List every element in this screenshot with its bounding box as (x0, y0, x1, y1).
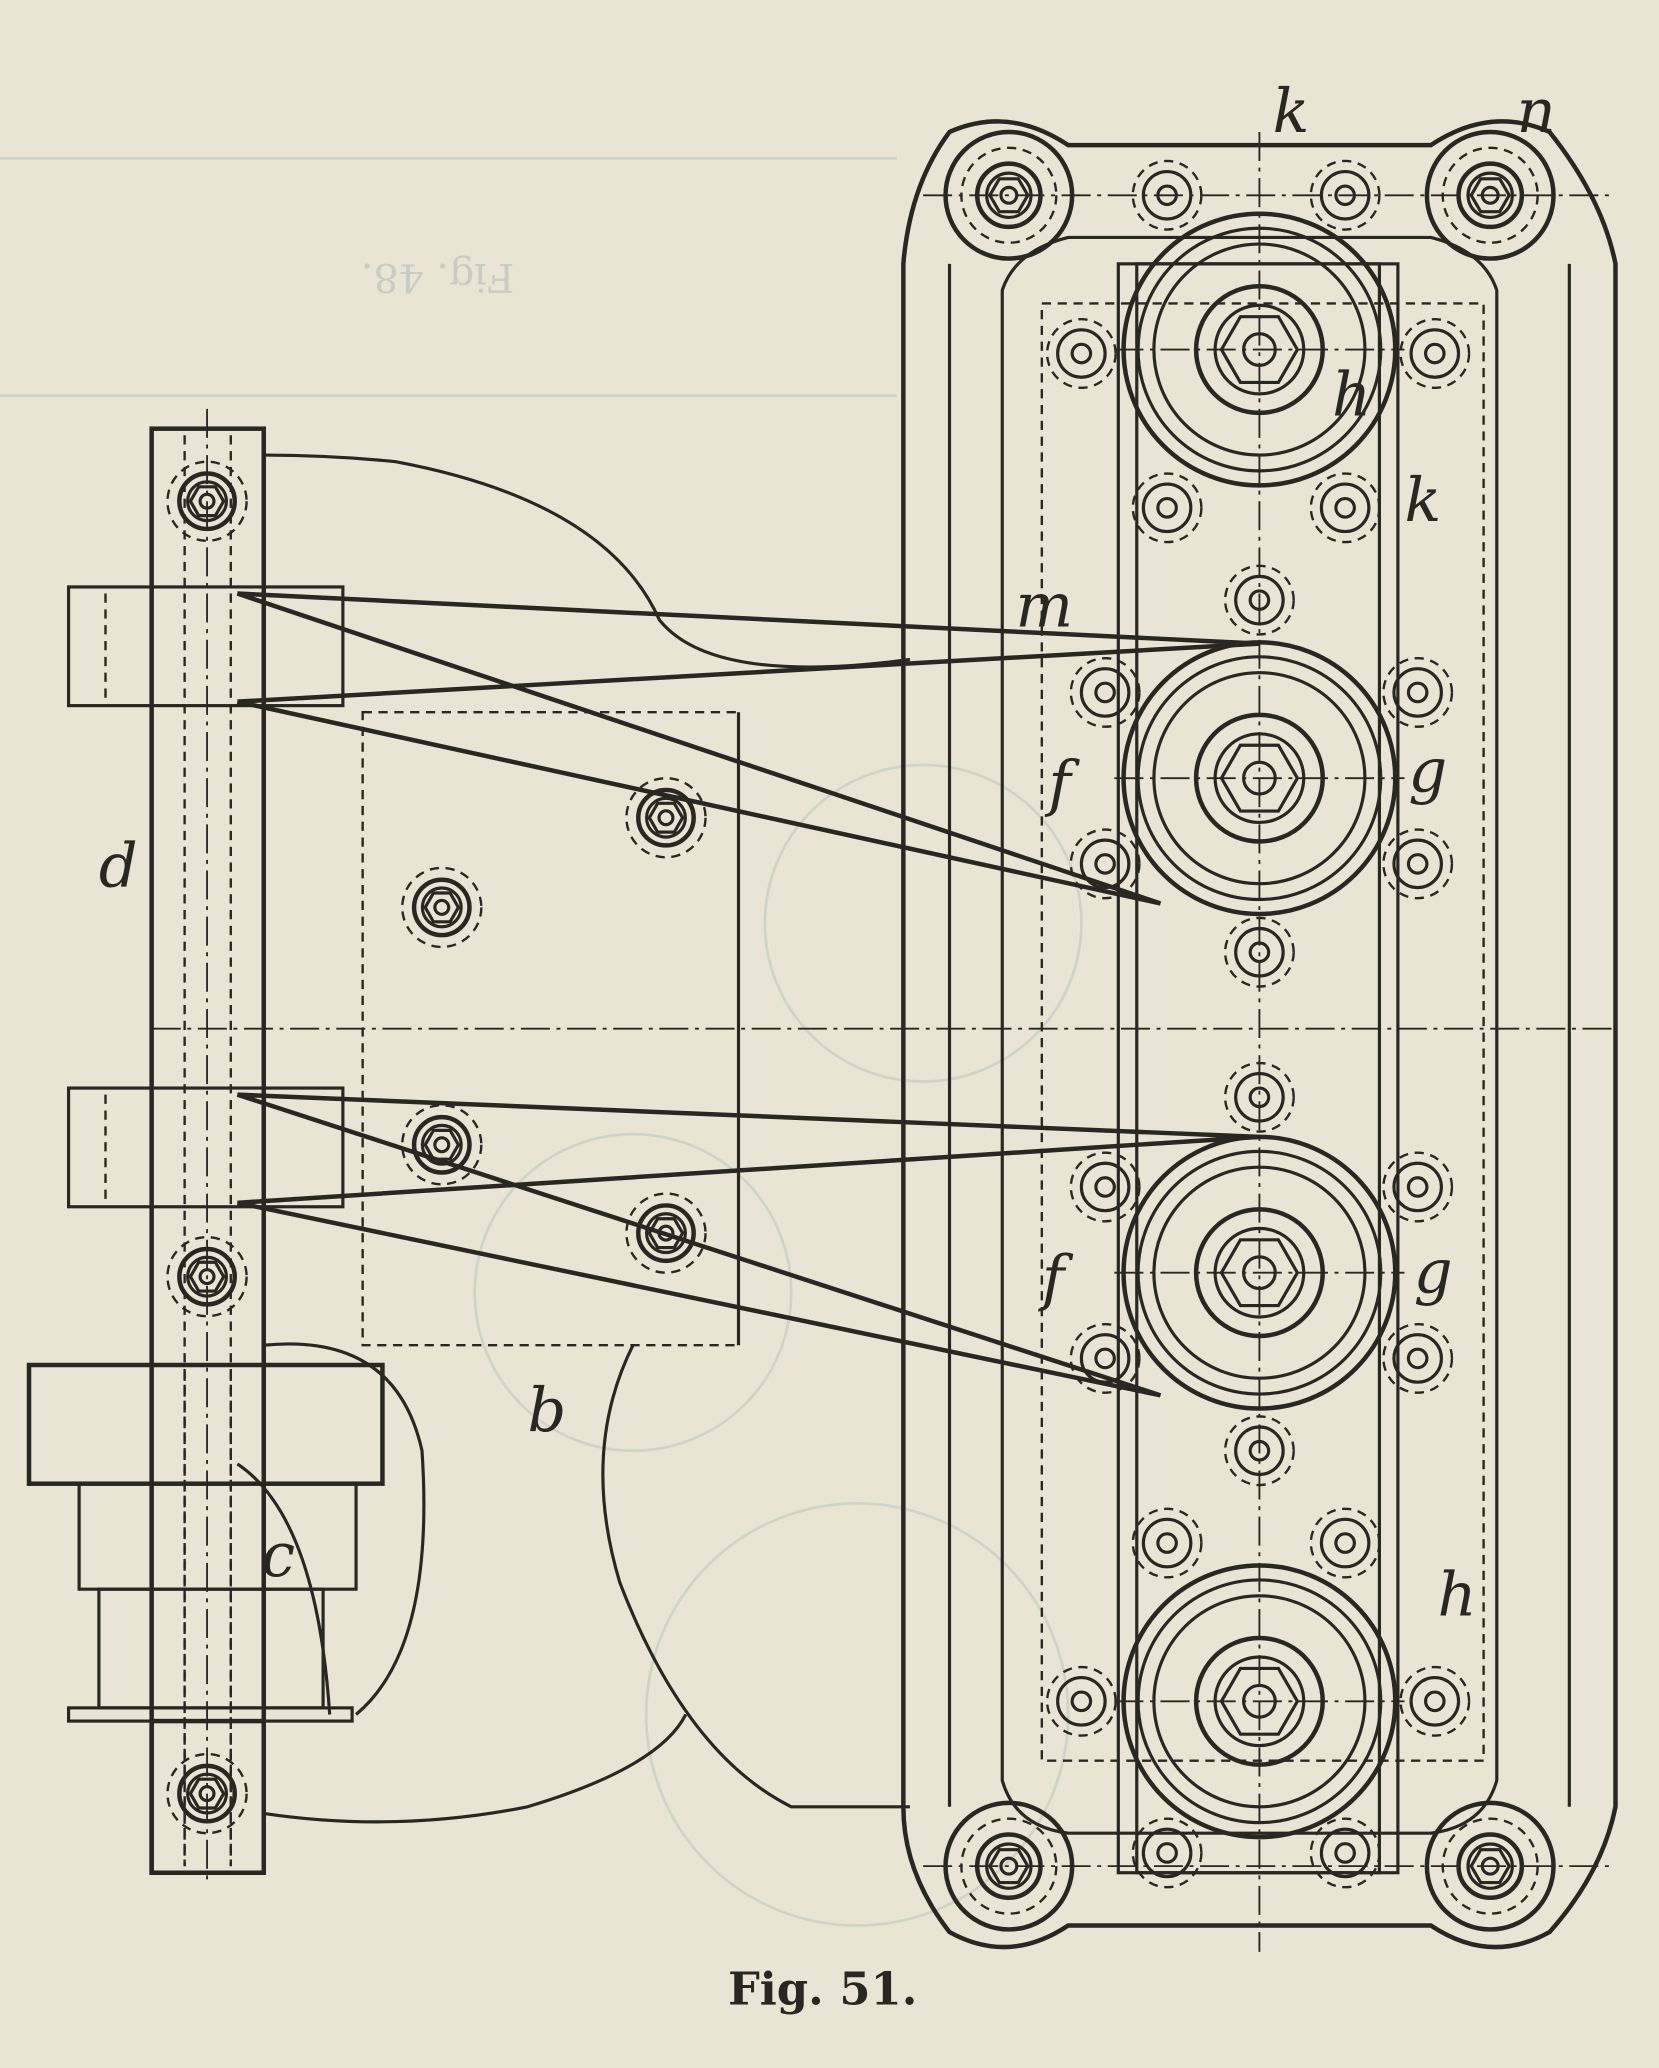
bolt-head (177, 1763, 237, 1824)
small-bolt (1131, 472, 1203, 544)
bracket-b (236, 453, 911, 1824)
block-c (26, 1362, 385, 1875)
small-bolt (1131, 1507, 1203, 1579)
small-bolt (1309, 1817, 1381, 1889)
small-bolt (1382, 1151, 1454, 1223)
label-k-top: k (1273, 77, 1310, 147)
small-bolt (1382, 828, 1454, 900)
bleed-through: Fig. 48. (0, 157, 1083, 1927)
belts (236, 591, 1260, 1398)
label-g-upper: g (1408, 736, 1447, 806)
bolt-head (974, 161, 1043, 230)
label-f-upper: f (1044, 750, 1080, 820)
bolt-head (177, 471, 237, 532)
bolt-head (1456, 161, 1525, 230)
small-bolt (1382, 656, 1454, 728)
small-bolt (1309, 159, 1381, 231)
label-h-top: h (1332, 361, 1371, 431)
label-b: b (528, 1376, 567, 1446)
small-bolt (1309, 1507, 1381, 1579)
small-bolt (1223, 564, 1295, 636)
corner-bolts (943, 129, 1556, 1932)
small-bolt (1069, 1322, 1141, 1394)
part-labels: k n h k m g f d g f b c h (99, 77, 1556, 1631)
small-bolt (1069, 1151, 1141, 1223)
bracket-bolts (166, 460, 707, 1835)
small-bolt (1382, 1322, 1454, 1394)
bleed-through-caption: Fig. 48. (361, 254, 514, 300)
small-bolt (1223, 1061, 1295, 1133)
label-f-lower: f (1038, 1244, 1074, 1314)
bolt-head (411, 877, 472, 938)
label-n: n (1517, 77, 1556, 147)
label-g-lower: g (1414, 1237, 1453, 1307)
bar-d (66, 408, 345, 1886)
small-bolt (1069, 656, 1141, 728)
label-k-mid: k (1404, 466, 1441, 536)
label-m: m (1015, 572, 1073, 642)
label-c: c (261, 1521, 295, 1591)
bolt-head (411, 1114, 472, 1175)
pulley-frame (901, 119, 1618, 1952)
label-h-bottom: h (1437, 1561, 1476, 1631)
label-d: d (99, 831, 138, 901)
bolt-head (636, 1203, 696, 1264)
small-bolt (1399, 318, 1471, 389)
bolt-head (1456, 1832, 1525, 1901)
small-bolt (1223, 1415, 1295, 1487)
figure-caption: Fig. 51. (728, 1963, 917, 2016)
small-bolts (1045, 159, 1471, 1889)
small-bolt (1069, 828, 1141, 900)
bolt-head (636, 787, 696, 848)
small-bolt (1045, 318, 1117, 389)
small-bolt (1399, 1665, 1471, 1737)
small-bolt (1131, 1817, 1203, 1889)
bolt-head (177, 1246, 237, 1307)
small-bolt (1309, 472, 1381, 544)
small-bolt (1223, 916, 1295, 988)
bolt-head (974, 1832, 1043, 1901)
